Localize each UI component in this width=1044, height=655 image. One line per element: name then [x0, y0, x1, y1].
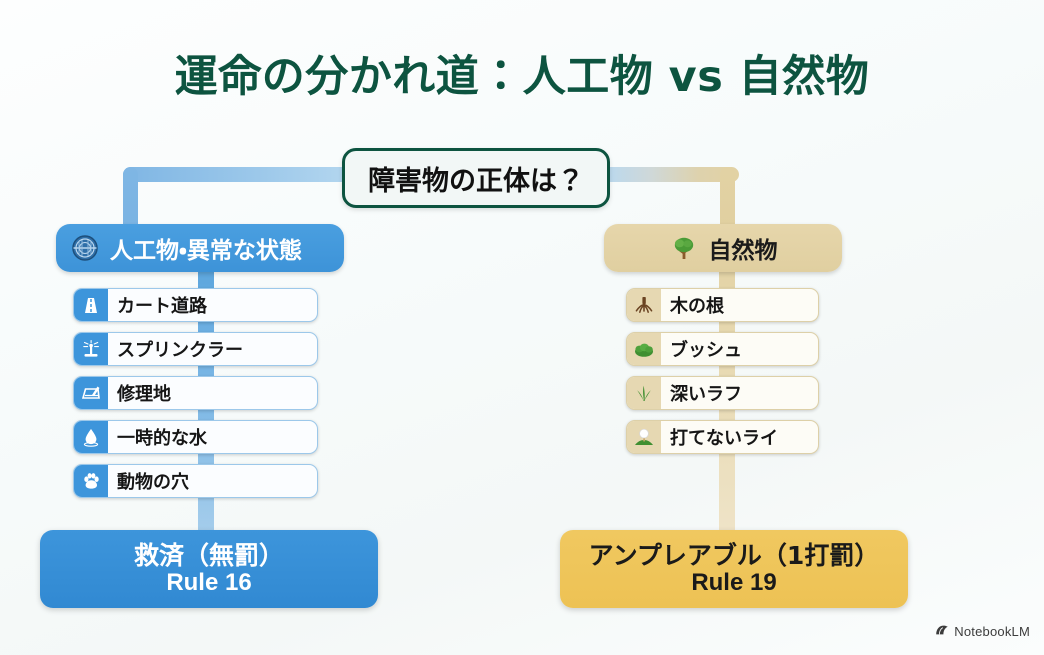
list-item[interactable]: 一時的な水 — [73, 420, 318, 454]
decision-box-label: 障害物の正体は？ — [368, 165, 584, 197]
page-title: 運命の分かれ道：人工物 vs 自然物 — [174, 52, 870, 102]
paw-print-icon — [74, 465, 108, 497]
water-drop-icon — [74, 421, 108, 453]
golf-ball-tee-icon — [627, 421, 661, 453]
connector-right-horizontal — [604, 167, 739, 182]
list-item[interactable]: 打てないライ — [626, 420, 819, 454]
list-item-label: 一時的な水 — [117, 428, 207, 449]
branch-left-items: カート道路 — [56, 288, 356, 498]
ground-under-repair-icon — [74, 377, 108, 409]
notebooklm-logo-icon — [935, 622, 949, 641]
list-item[interactable]: 木の根 — [626, 288, 819, 322]
tree-root-icon — [627, 289, 661, 321]
list-item-label: スプリンクラー — [117, 340, 243, 361]
list-item[interactable]: 修理地 — [73, 376, 318, 410]
list-item-label: 深いラフ — [670, 384, 742, 405]
result-right-rule: Rule 19 — [691, 568, 777, 596]
branch-natural: 自然物 木の根 — [604, 224, 864, 454]
cart-path-road-icon — [74, 289, 108, 321]
list-item[interactable]: ブッシュ — [626, 332, 819, 366]
branch-left-label: 人工物・異常な状態 — [110, 238, 302, 264]
tall-grass-icon — [627, 377, 661, 409]
list-item-label: 修理地 — [117, 384, 171, 405]
branch-artificial: 人工物・異常な状態 カート道路 — [56, 224, 356, 498]
list-item[interactable]: 動物の穴 — [73, 464, 318, 498]
list-item[interactable]: カート道路 — [73, 288, 318, 322]
result-left-title: 救済（無罰） — [133, 540, 284, 570]
tree-icon — [669, 233, 699, 263]
branch-right-items: 木の根 ブッシュ — [604, 288, 864, 454]
result-box-left[interactable]: 救済（無罰） Rule 16 — [40, 530, 378, 608]
branch-right-header[interactable]: 自然物 — [604, 224, 842, 272]
bush-icon — [627, 333, 661, 365]
list-item-label: 動物の穴 — [117, 472, 189, 493]
connector-left-horizontal — [123, 167, 368, 182]
list-item-label: ブッシュ — [670, 340, 742, 361]
list-item-label: カート道路 — [117, 296, 207, 317]
watermark: NotebookLM — [935, 622, 1030, 641]
list-item[interactable]: スプリンクラー — [73, 332, 318, 366]
decision-box[interactable]: 障害物の正体は？ — [342, 148, 610, 208]
result-right-title: アンプレアブル（1打罰） — [588, 540, 880, 570]
manhole-cover-icon — [70, 233, 100, 263]
result-left-rule: Rule 16 — [166, 568, 252, 596]
list-item[interactable]: 深いラフ — [626, 376, 819, 410]
branch-right-label: 自然物 — [708, 238, 778, 264]
sprinkler-icon — [74, 333, 108, 365]
result-box-right[interactable]: アンプレアブル（1打罰） Rule 19 — [560, 530, 908, 608]
list-item-label: 木の根 — [670, 296, 724, 317]
watermark-label: NotebookLM — [954, 624, 1030, 639]
list-item-label: 打てないライ — [670, 428, 778, 449]
branch-left-header[interactable]: 人工物・異常な状態 — [56, 224, 344, 272]
